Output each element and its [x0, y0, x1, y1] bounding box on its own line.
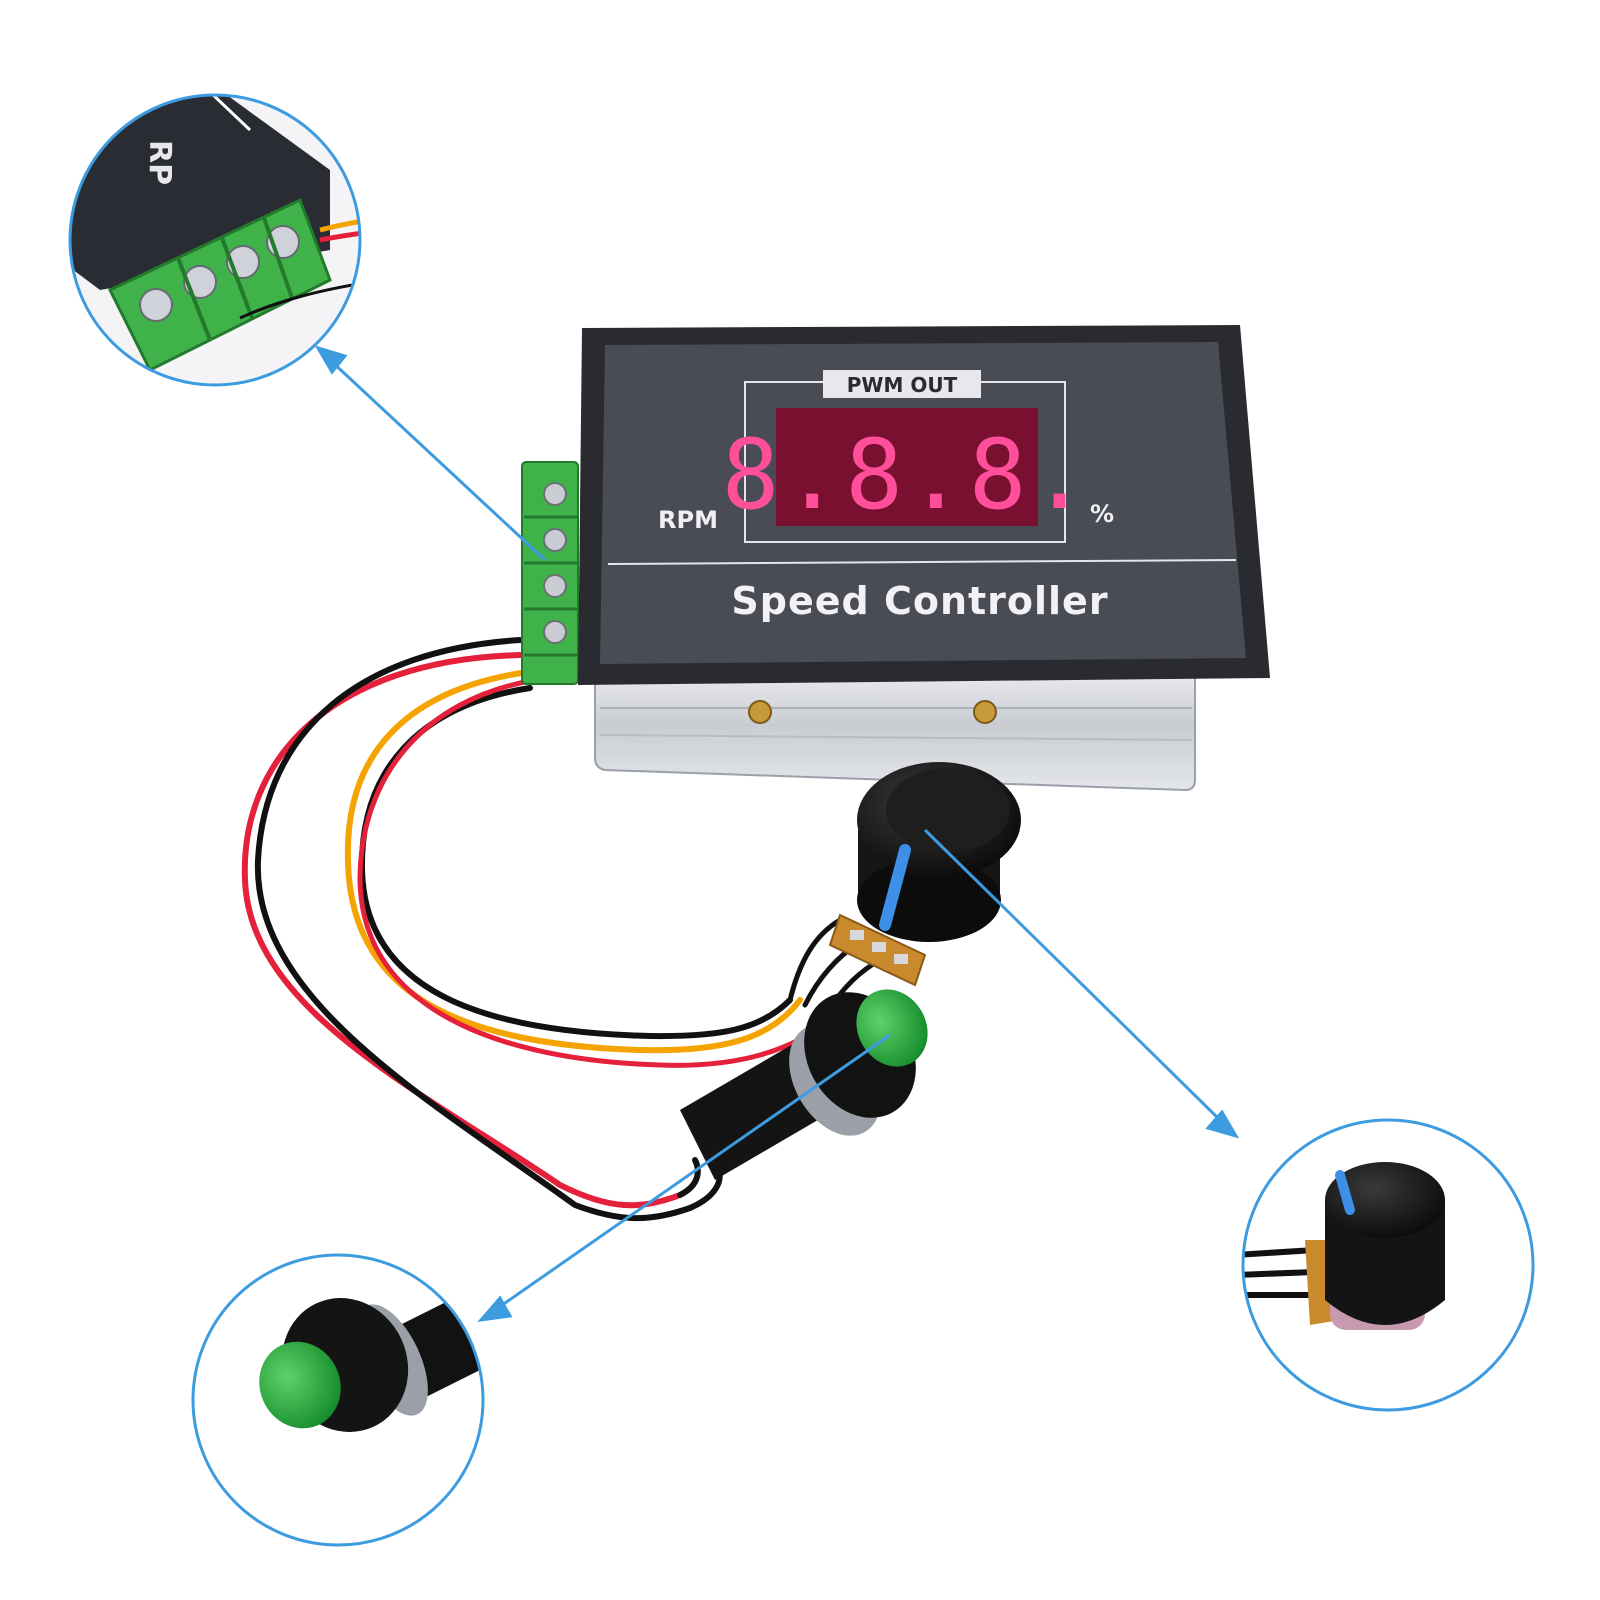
pot-wire-1: [787, 917, 843, 1003]
closeup-terminals: [107, 197, 332, 373]
knob-indicator: [879, 844, 911, 931]
body-screw-right: [973, 700, 997, 724]
potentiometer: [828, 762, 1021, 987]
closeup-knob-indicator: [1335, 1170, 1355, 1215]
black-wire-outer: [254, 637, 693, 1222]
rpm-label: RPM: [658, 506, 718, 534]
callout-button-closeup: [191, 1253, 485, 1547]
red-wire-2: [357, 677, 843, 1068]
switch-wire-1: [677, 1157, 701, 1198]
panel-title: Speed Controller: [731, 579, 1108, 623]
push-button-switch: [680, 989, 928, 1180]
pwm-out-badge: PWM OUT: [847, 373, 958, 397]
speed-controller-unit: PWM OUT 8.8.8. RPM % Speed Controller: [521, 325, 1270, 792]
callout-knob-closeup: [1241, 1118, 1535, 1412]
body-screw-left: [748, 700, 772, 724]
terminal-block: [521, 461, 579, 685]
wire-harness: [241, 637, 883, 1222]
speed-knob: [857, 762, 1021, 942]
callout-terminal-closeup: RP: [68, 93, 362, 387]
led-digits: 8.8.8.: [722, 419, 1093, 531]
terminal-rp-text: RP: [142, 140, 177, 185]
callout-arrows: [314, 345, 1240, 1323]
led-display: [776, 408, 1038, 526]
percent-label: %: [1090, 500, 1114, 528]
